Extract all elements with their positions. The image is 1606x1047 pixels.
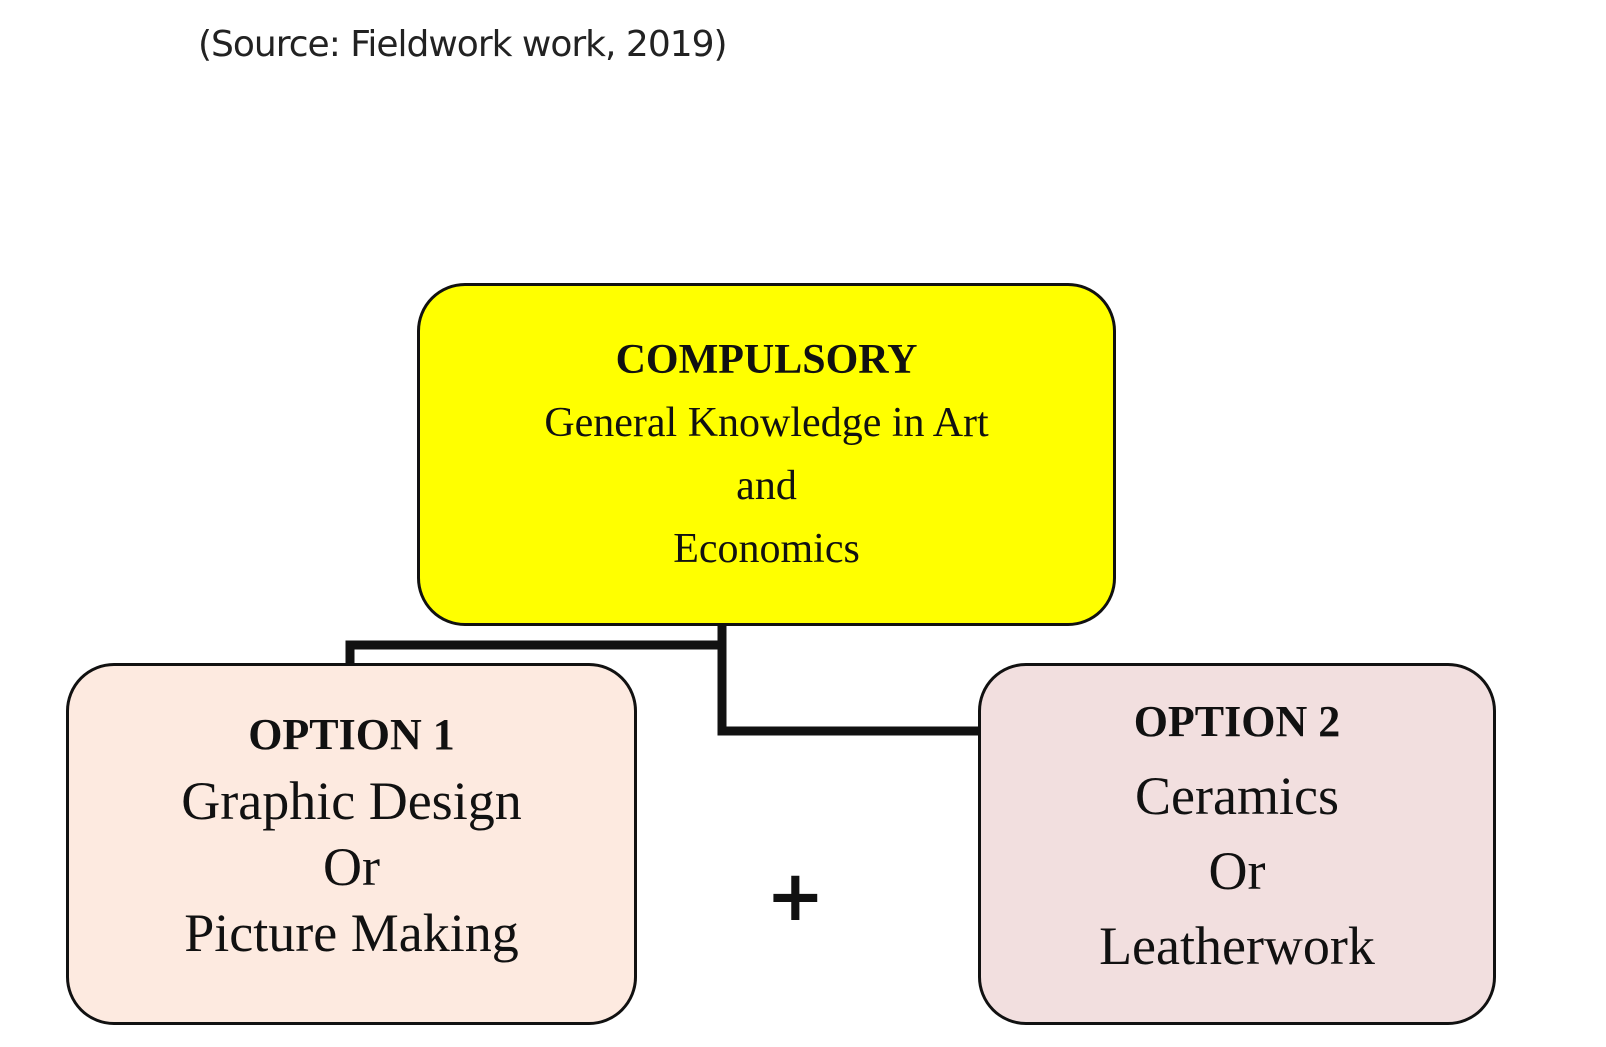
option1-title: OPTION 1 — [248, 710, 455, 759]
compulsory-box: COMPULSORY General Knowledge in Art and … — [417, 283, 1116, 626]
option2-line: Ceramics — [1135, 766, 1339, 826]
option2-box: OPTION 2 Ceramics Or Leatherwork — [978, 663, 1496, 1025]
option2-line: Leatherwork — [1099, 916, 1375, 976]
plus-sign: + — [766, 855, 825, 937]
connector-to-option1 — [345, 626, 727, 663]
option2-line: Or — [1208, 841, 1266, 901]
option1-line: Picture Making — [184, 903, 519, 963]
option1-line: Or — [323, 837, 380, 897]
connector-to-option2 — [717, 626, 978, 736]
option2-title: OPTION 2 — [1133, 697, 1341, 746]
compulsory-title: COMPULSORY — [615, 336, 918, 383]
compulsory-line: Economics — [673, 525, 860, 572]
option1-box: OPTION 1 Graphic Design Or Picture Makin… — [66, 663, 637, 1025]
option1-line: Graphic Design — [181, 771, 522, 831]
compulsory-line: General Knowledge in Art — [544, 399, 989, 446]
compulsory-line: and — [736, 462, 797, 509]
figure-source-caption: (Source: Fieldwork work, 2019) — [198, 24, 728, 65]
